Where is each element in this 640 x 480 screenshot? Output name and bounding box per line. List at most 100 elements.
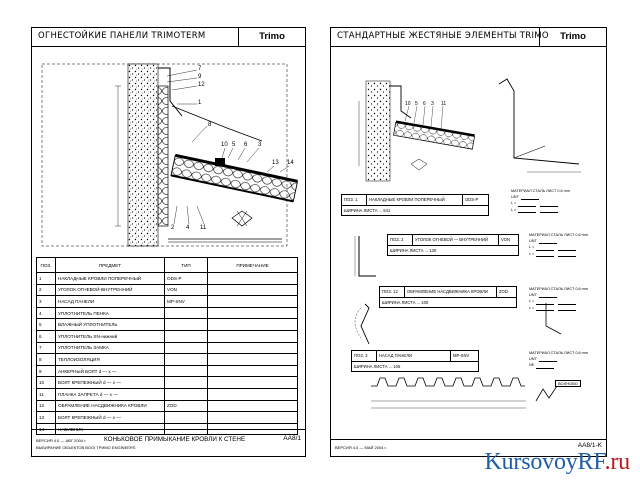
- right-sheet: СТАНДАРТНЫЕ ЖЕСТЯНЫЕ ЭЛЕМЕНТЫ TRIMO Trim…: [330, 27, 607, 457]
- cell-item: УГОЛОК ОГНЕВОЙ-ВНУТРЕННИЙ: [55, 283, 165, 297]
- cell-pos: 4: [36, 306, 56, 320]
- cell-type: [164, 353, 208, 366]
- callout-3: 3: [258, 142, 262, 148]
- callout-4: 4: [186, 225, 190, 231]
- material-unt: UNT: [529, 238, 588, 245]
- cell-item: БОЛТ КРЕПЕЖНЫЙ d — x —: [55, 376, 165, 389]
- box-pos: ПОЗ. 12: [382, 289, 398, 294]
- callout-7: 7: [198, 66, 202, 72]
- trimo-logo: Trimo: [539, 28, 606, 46]
- cell-type: ZOD: [164, 399, 208, 413]
- cell-type: [164, 306, 208, 320]
- box-pos: ПОЗ. 2: [390, 237, 404, 242]
- cell-item: ПЛАНКА ЗАПРЕТА d — x —: [55, 387, 165, 401]
- box-type: ODS-P: [462, 195, 491, 205]
- box-row-top: ПОЗ. 2 УГОЛОК ОГНЕВОЙ — ВНУТРЕННИЙ VON: [388, 235, 518, 245]
- callout-11: 11: [200, 225, 207, 231]
- box-row-bottom: ШИРИНА ЛИСТА ... 130: [388, 245, 518, 256]
- material-ne: NE: [529, 362, 588, 369]
- cell-type: [164, 318, 208, 331]
- material-block-2: МАТЕРИАЛ СТАЛЬ ЛИСТ 0,6 mm UNT L = L =: [529, 232, 588, 257]
- cell-item: НАКЛАДНЫЕ КРОВЛИ ПОПЕРЕЧНЫЙ: [55, 272, 165, 285]
- cell-note: [207, 376, 298, 389]
- cell-type: [164, 329, 208, 343]
- ridge-detail-drawing: 7 9 12 1 8 10 5 6 3 13 14 2 4 11: [32, 46, 304, 256]
- callout-3: 3: [431, 101, 434, 107]
- callout-6: 6: [423, 101, 426, 107]
- watermark: KursovoyRF.ru: [484, 449, 630, 475]
- material-unt: UNT: [529, 292, 588, 299]
- cell-pos: 13: [36, 411, 56, 424]
- sheet-number-right: AA8/1-K: [577, 442, 602, 449]
- box-row-bottom: ШИРИНА ЛИСТА ... 105: [352, 361, 478, 372]
- cell-item: БОЛТ КРЕПЕЖНЫЙ d — x —: [55, 411, 165, 424]
- callout-5: 5: [232, 142, 236, 148]
- cell-pos: 10: [36, 376, 56, 389]
- material-len-2: L =: [529, 305, 588, 311]
- left-sheet-title: ОГНЕСТОЙКИЕ ПАНЕЛИ TRIMOTERM: [38, 31, 206, 41]
- box-name: НАКЛАДНЫЕ КРОВЛИ ПОПЕРЕЧНЫЙ: [366, 195, 463, 205]
- col-pos: ПОЗ.: [36, 257, 56, 273]
- cell-type: ODS-P: [164, 272, 208, 285]
- material-line: МАТЕРИАЛ СТАЛЬ ЛИСТ 0,6 mm: [529, 351, 589, 355]
- element-box-pos2: ПОЗ. 2 УГОЛОК ОГНЕВОЙ — ВНУТРЕННИЙ VON Ш…: [387, 234, 519, 256]
- cell-note: [207, 411, 298, 424]
- box-width: ШИРИНА ЛИСТА ... 100: [382, 300, 429, 305]
- right-sheet-title: СТАНДАРТНЫЕ ЖЕСТЯНЫЕ ЭЛЕМЕНТЫ TRIMO: [337, 31, 549, 41]
- sheet-number-left: AA8/1: [283, 435, 301, 442]
- cell-pos: 2: [36, 283, 56, 297]
- box-row-top: ПОЗ. 3 НАСАД ПАНЕЛИ MP-SNV: [352, 351, 478, 361]
- box-name: УГОЛОК ОГНЕВОЙ — ВНУТРЕННИЙ: [412, 235, 499, 245]
- box-type: MP-SNV: [450, 351, 481, 361]
- callout-2: 2: [171, 225, 175, 231]
- col-type: ТИП: [164, 257, 208, 273]
- box-width: ШИРИНА ЛИСТА ... 541: [344, 208, 391, 213]
- cell-type: [164, 341, 208, 355]
- cell-note: [207, 295, 298, 308]
- box-row-top: ПОЗ. 12 ОБРАМЛЕНИЕ НАСДВИЖНИКА КРОВЛИ ZO…: [380, 287, 516, 297]
- right-sheet-header: СТАНДАРТНЫЕ ЖЕСТЯНЫЕ ЭЛЕМЕНТЫ TRIMO Trim…: [331, 28, 606, 47]
- box-type: VON: [498, 235, 521, 245]
- cell-pos: 11: [36, 387, 56, 401]
- material-len-2: L =: [511, 207, 570, 213]
- engineers-line: ВЫБИРАНИЕ ОБЪЕКТОВ BOGI ТРИМО ENGINEERS: [36, 445, 136, 450]
- cell-note: [207, 272, 298, 285]
- callout-12: 12: [198, 82, 205, 88]
- sheet-metal-drawings: 10 5 6 3 11 ПОЗ. 1 НАКЛАДНЫЕ КРОВЛИ ПОПЕ…: [331, 46, 606, 416]
- box-pos: ПОЗ. 3: [354, 353, 368, 358]
- box-pos: ПОЗ. 1: [344, 197, 358, 202]
- element-box-pos12: ПОЗ. 12 ОБРАМЛЕНИЕ НАСДВИЖНИКА КРОВЛИ ZO…: [379, 286, 517, 308]
- cell-note: [207, 353, 298, 366]
- cell-type: [164, 364, 208, 378]
- cell-item: ОБРАМЛЕНИЕ НАСДВИЖНИКА КРОВЛИ: [55, 399, 165, 413]
- element-box-pos1: ПОЗ. 1 НАКЛАДНЫЕ КРОВЛИ ПОПЕРЕЧНЫЙ ODS-P…: [341, 194, 489, 216]
- callout-1: 1: [198, 100, 202, 106]
- material-line: МАТЕРИАЛ СТАЛЬ ЛИСТ 0,6 mm: [529, 287, 589, 291]
- table-header-row: ПОЗ. ПРЕДМЕТ ТИП ПРИМЕЧАНИЕ: [36, 257, 298, 273]
- box-name: ОБРАМЛЕНИЕ НАСДВИЖНИКА КРОВЛИ: [404, 287, 497, 297]
- box-row-bottom: ШИРИНА ЛИСТА ... 541: [342, 205, 488, 216]
- cell-pos: 8: [36, 353, 56, 366]
- cell-note: [207, 341, 298, 355]
- cell-note: [207, 399, 298, 413]
- col-note: ПРИМЕЧАНИЕ: [207, 257, 298, 273]
- cell-type: MP-SNV: [164, 295, 208, 308]
- right-title-block: ВЕРСИЯ 4.0 — МАЙ 2004 г. AA8/1-K: [331, 439, 606, 456]
- material-unt: UNT: [511, 194, 570, 201]
- cell-item: УПЛОТНИТЕЛЬ ЗАМКА: [55, 341, 165, 355]
- callout-6: 6: [244, 142, 248, 148]
- element-box-pos3: ПОЗ. 3 НАСАД ПАНЕЛИ MP-SNV ШИРИНА ЛИСТА …: [351, 350, 479, 372]
- cell-pos: 7: [36, 341, 56, 355]
- cell-type: [164, 387, 208, 401]
- material-block-4: МАТЕРИАЛ СТАЛЬ ЛИСТ 0,6 mm UNT NE: [529, 350, 588, 369]
- cell-note: [207, 364, 298, 378]
- cell-pos: 3: [36, 295, 56, 308]
- left-title-block: ВЕРСИЯ 4.0 — АВГ 2004 г. ВЫБИРАНИЕ ОБЪЕК…: [32, 429, 305, 456]
